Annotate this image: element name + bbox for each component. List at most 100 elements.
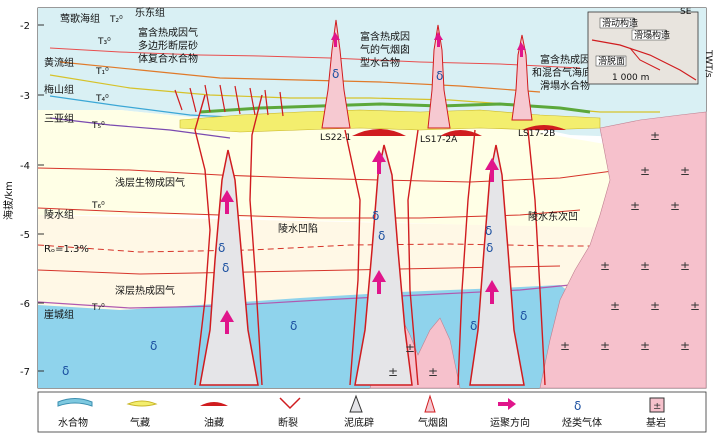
svg-text:±: ± xyxy=(650,129,660,143)
note-line: 体复合水合物 xyxy=(138,52,198,65)
svg-text:±: ± xyxy=(428,365,438,379)
svg-text:±: ± xyxy=(680,339,690,353)
formation-name: 陵水组 xyxy=(44,208,74,221)
biogenic-gas-label: 浅层生物成因气 xyxy=(115,176,185,189)
well-label: LS17-2A xyxy=(420,135,458,145)
svg-text:±: ± xyxy=(600,339,610,353)
hydrate-note-1: 富含热成因气 多边形断层砂 体复合水合物 xyxy=(138,26,198,65)
y-tick-label: -3 xyxy=(20,91,30,102)
legend-label: 基岩 xyxy=(646,416,666,429)
note-line: 多边形断层砂 xyxy=(138,39,198,52)
svg-text:±: ± xyxy=(653,401,661,412)
formation-name: 崖城组 xyxy=(44,308,74,321)
formation-code: T₄⁰ xyxy=(95,94,109,104)
y-tick-label: -6 xyxy=(20,299,30,310)
formation-code: T₃⁰ xyxy=(97,37,111,47)
ls-east-sag-label: 陵水东次凹 xyxy=(528,210,578,223)
note-line: 型水合物 xyxy=(360,56,400,69)
formation-labels: 莺歌海组 T₂⁰ 乐东组 T₃⁰ 黄流组 T₁⁰ 梅山组 T₄⁰ 三亚组 T₅⁰… xyxy=(44,6,165,321)
oil-pod-3 xyxy=(522,125,566,130)
svg-text:±: ± xyxy=(630,199,640,213)
diapir-1 xyxy=(199,149,259,386)
svg-text:δ: δ xyxy=(378,229,385,243)
inset: 滑动构造 滑塌构造 滑脱面 1 000 m SE TWT/s xyxy=(587,7,713,85)
svg-text:±: ± xyxy=(388,365,398,379)
svg-text:±: ± xyxy=(610,299,620,313)
ro-label: Rₒ=1.3% xyxy=(44,244,89,255)
formation-code: T₅⁰ xyxy=(91,121,105,131)
oil-pod-1 xyxy=(352,129,406,136)
svg-text:δ: δ xyxy=(436,69,443,83)
horizon-biogenic xyxy=(37,167,621,183)
svg-text:±: ± xyxy=(650,299,660,313)
hydrate-note-2: 富含热成因 气的气烟囱 型水合物 xyxy=(360,30,410,69)
svg-text:±: ± xyxy=(600,259,610,273)
mud-diapir-icon xyxy=(349,394,363,413)
horizon-t5 xyxy=(49,117,231,139)
fault-icon xyxy=(279,397,301,410)
inset-label: 滑塌构造 xyxy=(634,29,670,41)
note-line: 富含热成因气 xyxy=(540,53,600,66)
note-line: 气的气烟囱 xyxy=(360,43,410,56)
horizon-t3 xyxy=(59,61,541,93)
well-label: LS22-1 xyxy=(320,133,351,143)
svg-text:δ: δ xyxy=(332,67,339,81)
formation-code: T₂⁰ xyxy=(109,15,123,25)
svg-text:δ: δ xyxy=(222,261,229,275)
formation-code: T₁⁰ xyxy=(95,67,109,77)
horizon-thermo xyxy=(37,265,561,275)
svg-text:±: ± xyxy=(640,339,650,353)
svg-text:δ: δ xyxy=(150,339,157,353)
y-axis-label: 海拔/km xyxy=(2,181,15,220)
thermogenic-gas-label: 深层热成因气 xyxy=(115,284,175,297)
legend-label: 断裂 xyxy=(278,416,298,429)
svg-text:δ: δ xyxy=(372,209,379,223)
y-tick-label: -7 xyxy=(20,367,30,378)
chimney-1 xyxy=(321,19,351,129)
svg-text:±: ± xyxy=(690,299,700,313)
y-tick-label: -2 xyxy=(20,21,30,32)
legend-label: 运聚方向 xyxy=(490,416,530,429)
inset-top-label: SE xyxy=(680,7,692,17)
y-axis: -2 -3 -4 -5 -6 -7 海拔/km xyxy=(2,21,44,378)
formation-name: 乐东组 xyxy=(135,6,165,19)
legend-label: 油藏 xyxy=(204,416,224,429)
legend-label: 水合物 xyxy=(58,416,88,429)
formation-code: T₆⁰ xyxy=(91,201,105,211)
legend: δ ± 水合物 气藏 油藏 断裂 泥底辟 气烟囱 运聚方向 烃类气体 基岩 xyxy=(37,391,707,433)
oil-reservoir-icon xyxy=(200,402,228,406)
svg-text:±: ± xyxy=(405,341,415,355)
legend-label: 气藏 xyxy=(130,416,150,429)
horizon-t2 xyxy=(49,47,581,69)
svg-text:±: ± xyxy=(680,164,690,178)
legend-label: 气烟囱 xyxy=(418,416,448,429)
note-line: 和混合气海底 xyxy=(532,66,592,79)
fault-6 xyxy=(527,129,546,386)
svg-text:δ: δ xyxy=(290,319,297,333)
inset-axis-label: TWT/s xyxy=(703,49,713,78)
oil-pod-2 xyxy=(440,130,482,136)
formation-name: 黄流组 xyxy=(44,56,74,69)
y-tick-label: -5 xyxy=(20,230,30,241)
migration-arrows xyxy=(220,32,526,334)
well-label: LS17-2B xyxy=(518,129,555,139)
note-line: 富含热成因 xyxy=(360,30,410,43)
svg-text:δ: δ xyxy=(470,319,477,333)
ls-sag-label: 陵水凹陷 xyxy=(278,222,318,235)
basement-marks: ±±± ±± ±±± ±±± ±±±± ±±± xyxy=(388,129,700,379)
horizon-t6 xyxy=(37,207,581,219)
chimney-3 xyxy=(511,34,533,121)
basement-right xyxy=(539,111,707,389)
formation-code: T₇⁰ xyxy=(91,303,105,313)
hydrate-note-3: 富含热成因气 和混合气海底 滑塌水合物 xyxy=(532,53,600,92)
basement-icon: ± xyxy=(649,397,665,413)
formation-name: 梅山组 xyxy=(44,83,74,96)
note-line: 富含热成因气 xyxy=(138,26,198,39)
hydrate-band-green xyxy=(199,102,591,114)
svg-text:δ: δ xyxy=(520,309,527,323)
polygonal-faults xyxy=(174,84,284,117)
svg-text:±: ± xyxy=(680,259,690,273)
svg-text:±: ± xyxy=(640,259,650,273)
